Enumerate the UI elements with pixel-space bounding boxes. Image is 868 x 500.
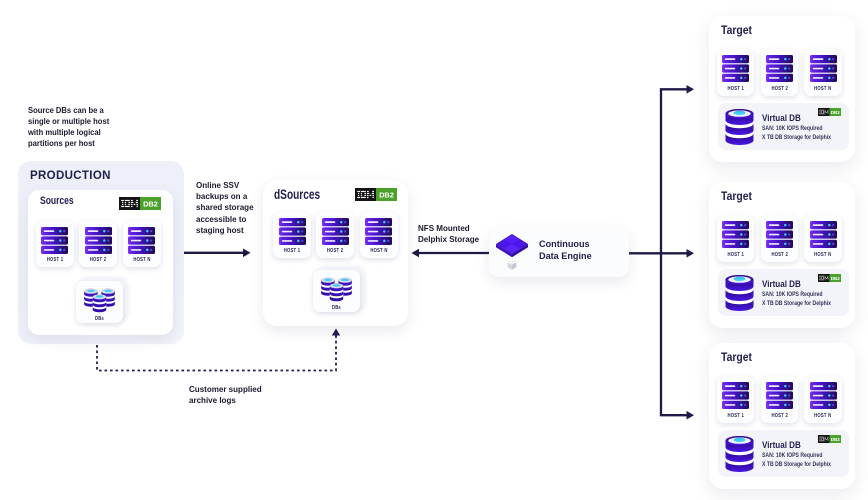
svg-text:DB2: DB2	[379, 190, 394, 199]
svg-text:DB2: DB2	[830, 275, 840, 280]
svg-text:DB2: DB2	[830, 109, 840, 114]
svg-text:DB2: DB2	[830, 436, 840, 441]
svg-text:DB2: DB2	[143, 199, 158, 208]
